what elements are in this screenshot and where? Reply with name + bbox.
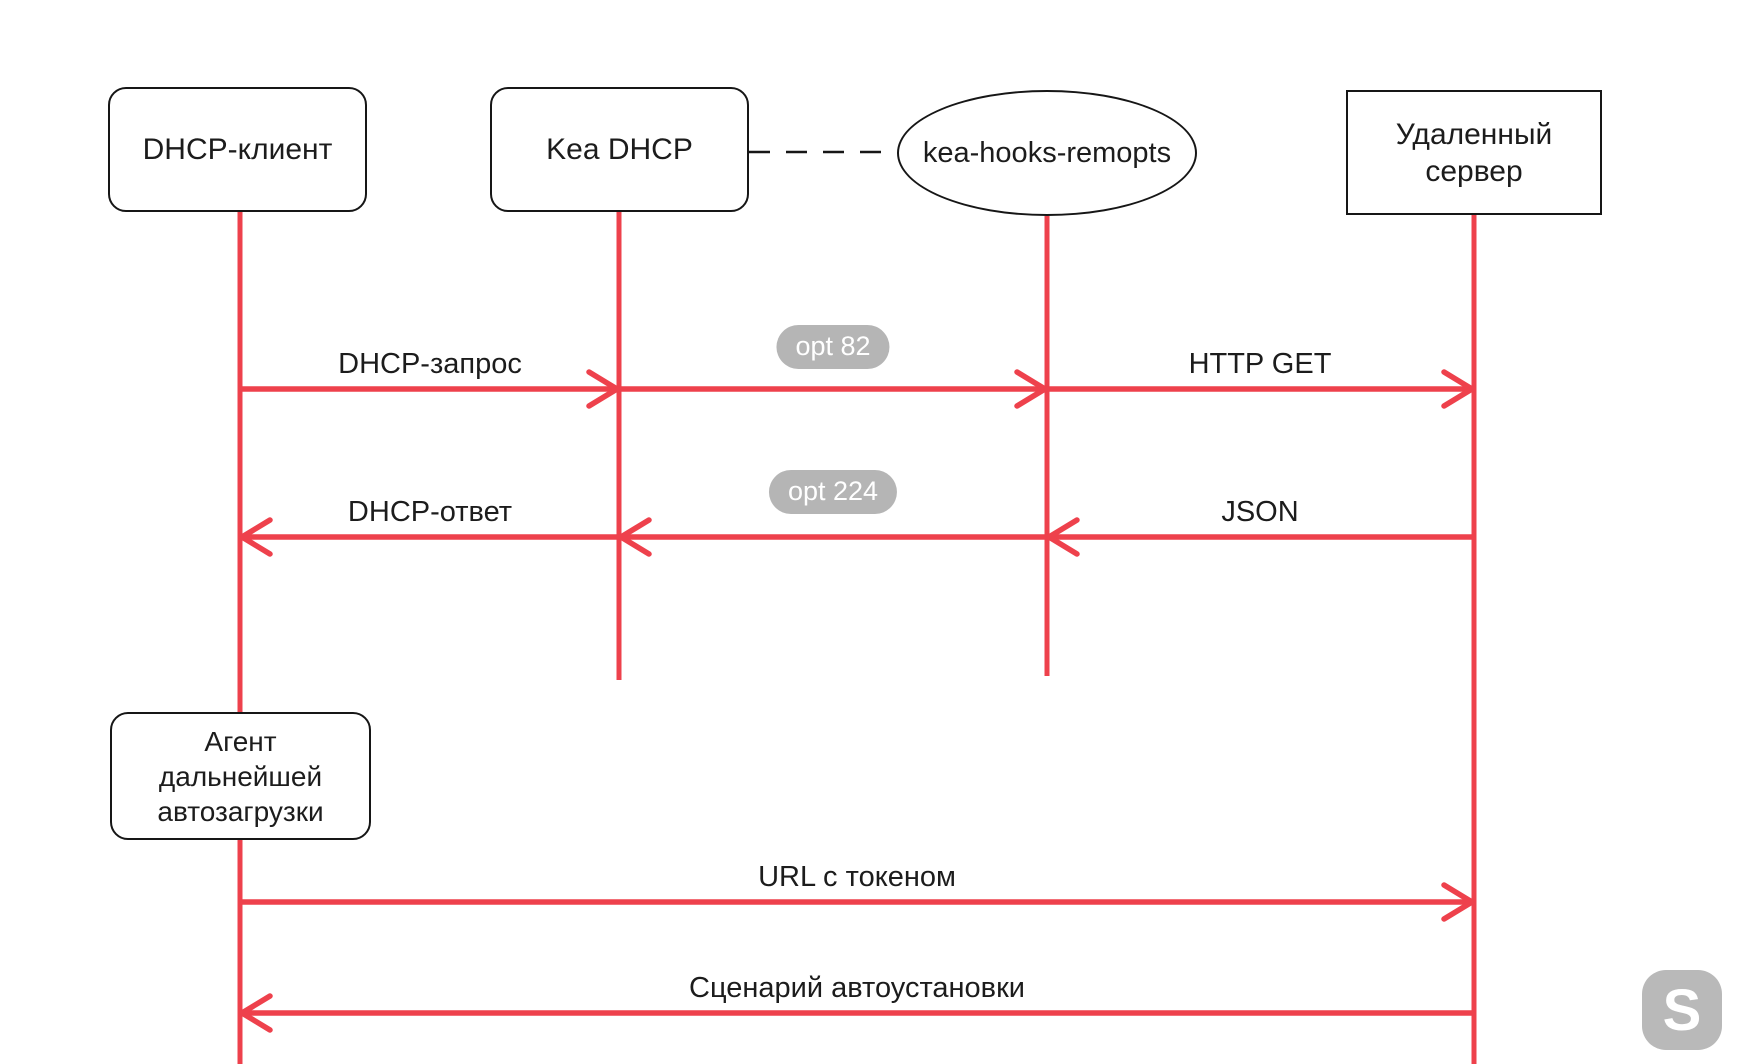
arrowhead-right-icon (586, 369, 620, 409)
selectel-logo: S (1642, 970, 1722, 1050)
actor-dhcp-client-label: DHCP-клиент (142, 133, 333, 166)
actor-remote-server-label-line1: Удаленный (1395, 117, 1553, 151)
agent-label-line2: дальнейшей (158, 760, 323, 792)
actor-dhcp-client: DHCP-клиент (108, 87, 367, 212)
actor-kea-hooks-label: kea-hooks-remopts (922, 136, 1172, 169)
logo-letter: S (1662, 977, 1702, 1043)
label-json: JSON (1221, 496, 1299, 528)
label-autoinstall: Сценарий автоустановки (689, 972, 1025, 1004)
label-url-token: URL с токеном (758, 861, 956, 893)
label-dhcp-response: DHCP-ответ (347, 496, 513, 528)
label-dhcp-request: DHCP-запрос (338, 348, 522, 380)
badge-opt-82: opt 82 (776, 325, 890, 369)
badge-opt-224: opt 224 (768, 470, 898, 514)
arrowhead-left-icon (1046, 517, 1080, 557)
arrowhead-left-icon (239, 993, 273, 1033)
arrowhead-left-icon (618, 517, 652, 557)
arrowhead-right-icon (1441, 369, 1475, 409)
arrowhead-right-icon (1014, 369, 1048, 409)
label-http-get: HTTP GET (1188, 348, 1332, 380)
actor-kea-hooks-remopts: kea-hooks-remopts (897, 90, 1197, 216)
actor-kea-dhcp-label: Kea DHCP (546, 133, 693, 166)
arrowhead-right-icon (1441, 882, 1475, 922)
actor-kea-dhcp: Kea DHCP (490, 87, 749, 212)
agent-label-line1: Агент (204, 725, 277, 757)
actor-remote-server: Удаленный сервер (1346, 90, 1602, 215)
agent-label-line3: автозагрузки (157, 795, 324, 827)
actor-remote-server-label-line2: сервер (1425, 154, 1523, 188)
arrowhead-left-icon (239, 517, 273, 557)
actor-bootstrap-agent: Агент дальнейшей автозагрузки (110, 712, 371, 840)
